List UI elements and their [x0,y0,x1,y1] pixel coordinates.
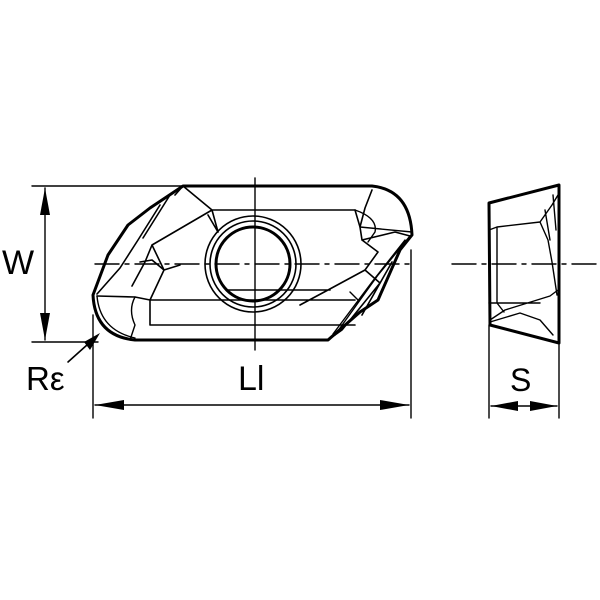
side-detail-lines [488,194,559,336]
dimension-w [31,185,187,343]
label-length: Ll [238,360,265,398]
side-view [451,183,600,345]
label-w: W [2,244,35,282]
dimension-li [92,249,412,419]
corner-detail-right [354,209,413,243]
label-thickness: S [510,362,532,398]
corner-detail-left [96,295,136,341]
dimension-s [488,324,560,419]
right-edge-facets [332,235,411,336]
label-corner-radius: Rε [26,360,65,397]
dimension-re-leader [67,333,100,363]
top-face-lines [96,185,411,341]
top-view [91,177,414,351]
